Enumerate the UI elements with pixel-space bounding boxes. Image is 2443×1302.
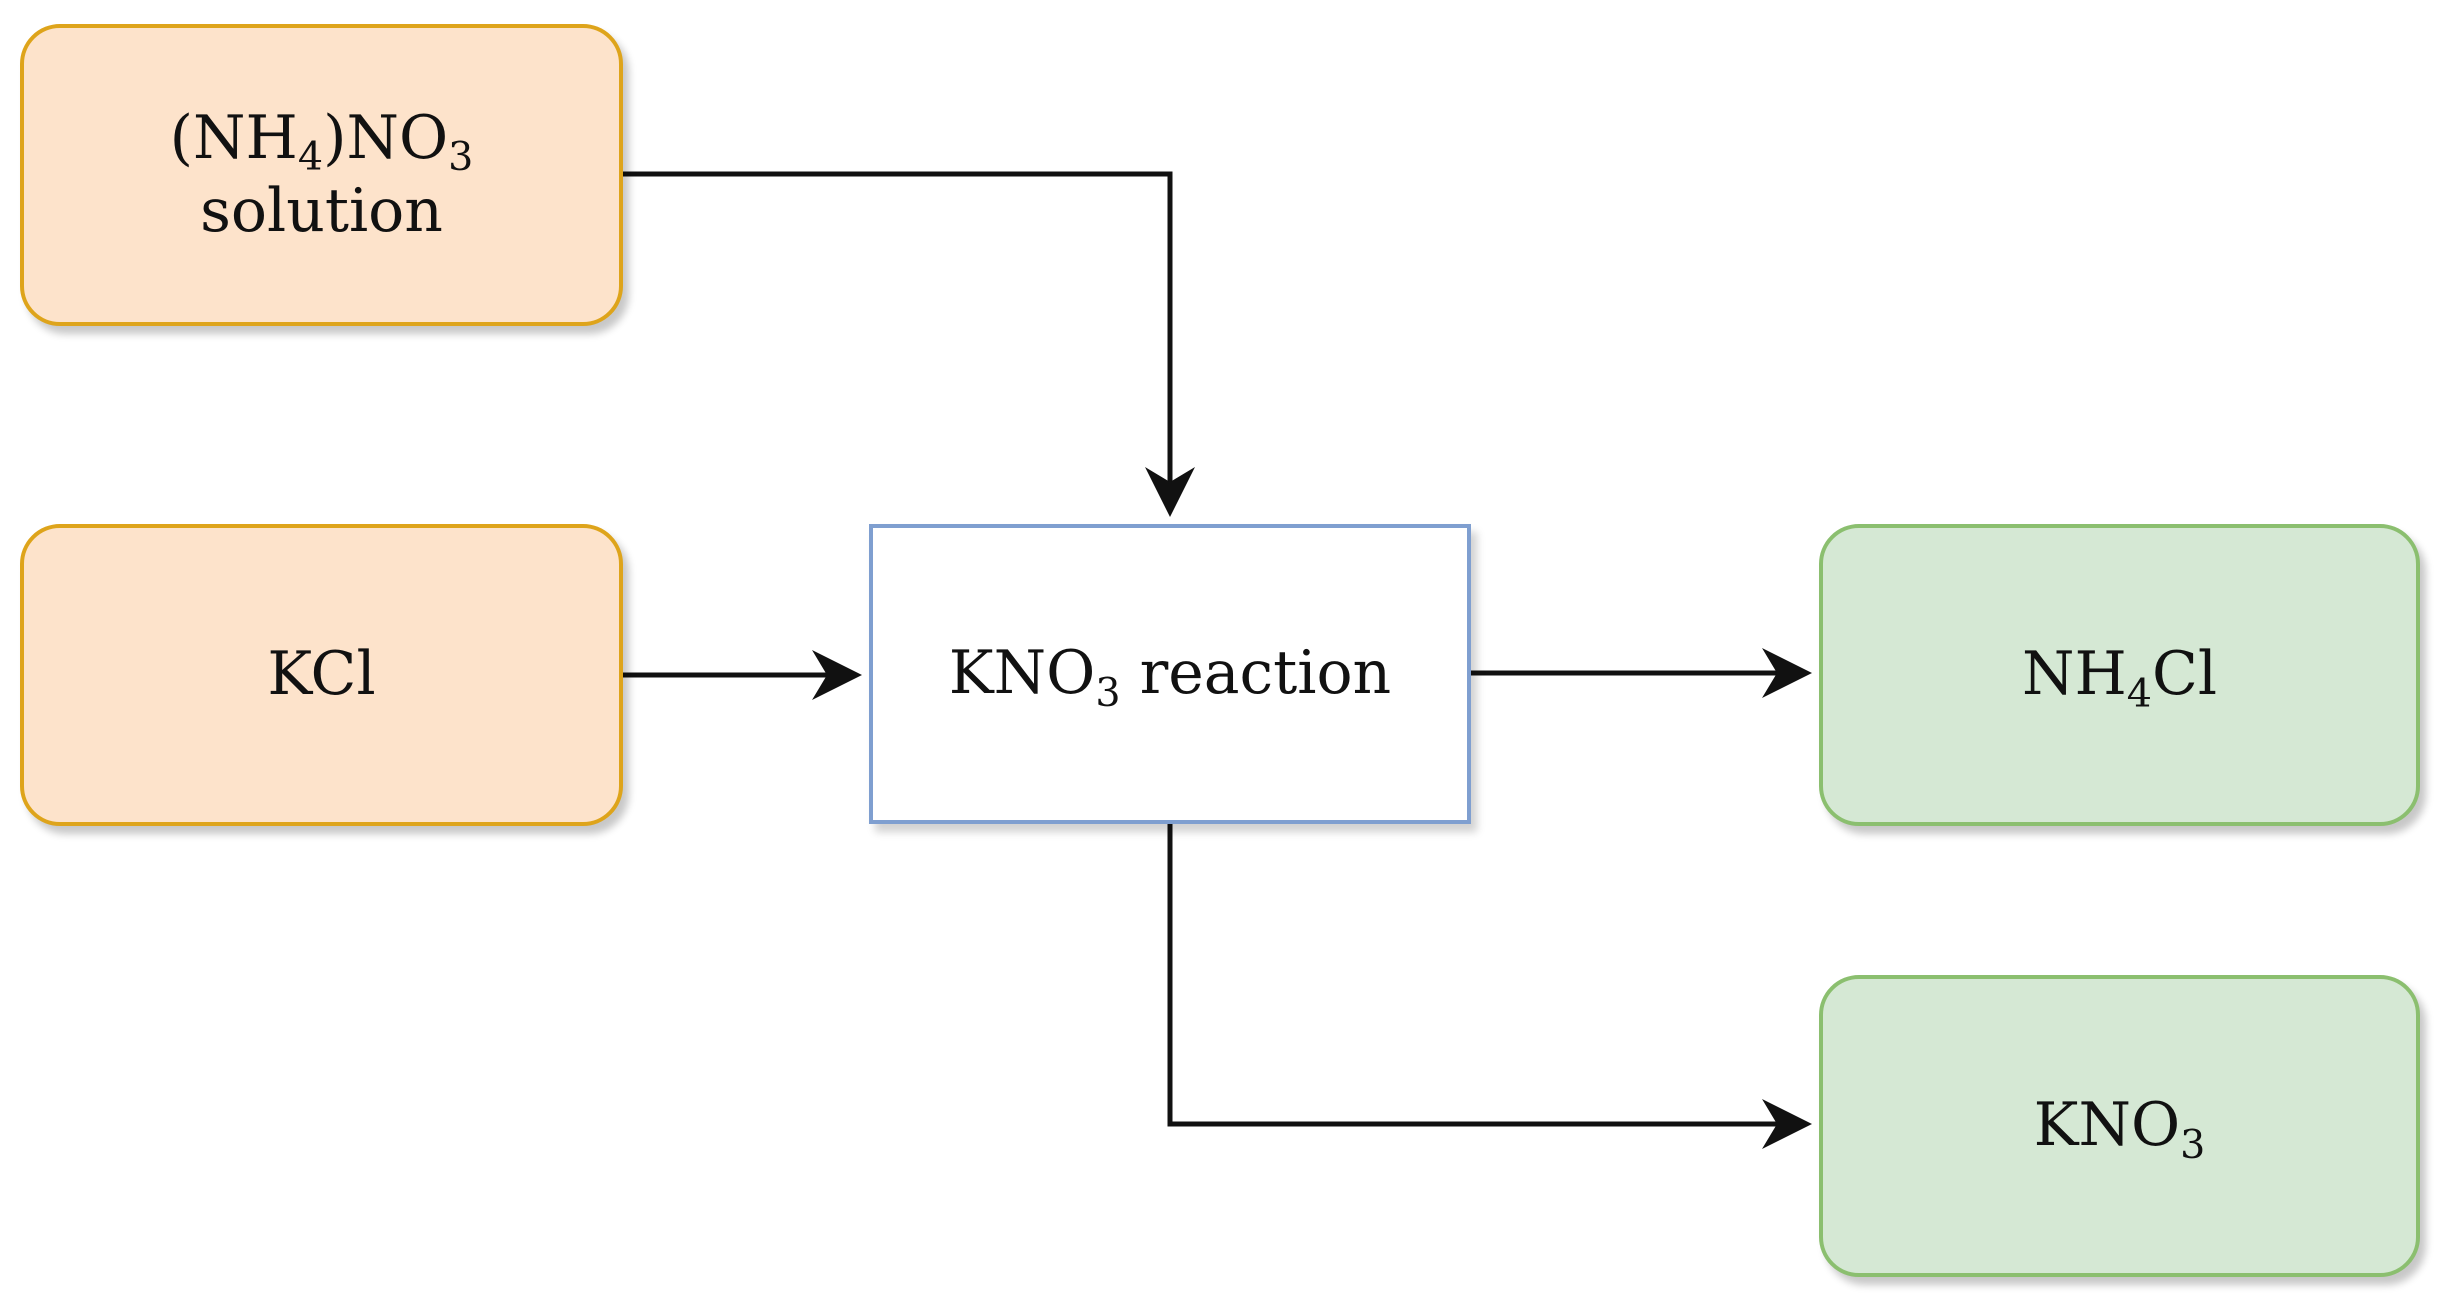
formula-subscript: 4 (2126, 671, 2152, 718)
reaction-word: reaction (1120, 638, 1392, 709)
nh4cl-node: NH4Cl (1819, 524, 2420, 826)
kno3-label: KNO3 (2033, 1089, 2206, 1164)
formula-subscript: 4 (297, 134, 324, 181)
formula-subscript: 3 (2180, 1122, 2206, 1169)
ammonium-nitrate-solution-label: solution (200, 176, 443, 246)
formula-part: )NO (323, 102, 449, 173)
ammonium-nitrate-solution-node: (NH4)NO3 solution (20, 24, 623, 326)
kno3-reaction-node: KNO3 reaction (869, 524, 1471, 824)
edge-ammonium-nitrate-to-reaction (623, 171, 1195, 517)
ammonium-nitrate-formula: (NH4)NO3 (169, 102, 474, 177)
edge-reaction-to-kno3 (1167, 824, 1812, 1149)
nh4cl-label: NH4Cl (2021, 638, 2218, 713)
formula-part: NH (2021, 639, 2127, 710)
formula-part: (NH (169, 102, 298, 173)
kno3-node: KNO3 (1819, 975, 2420, 1277)
kno3-reaction-label: KNO3 reaction (948, 637, 1392, 712)
formula-subscript: 3 (448, 134, 474, 181)
formula-part: Cl (2151, 639, 2218, 710)
kcl-label: KCl (267, 639, 376, 710)
kcl-node: KCl (20, 524, 623, 826)
formula-part: KNO (2033, 1090, 2181, 1161)
formula-subscript: 3 (1095, 670, 1121, 717)
formula-part: KNO (948, 638, 1096, 709)
